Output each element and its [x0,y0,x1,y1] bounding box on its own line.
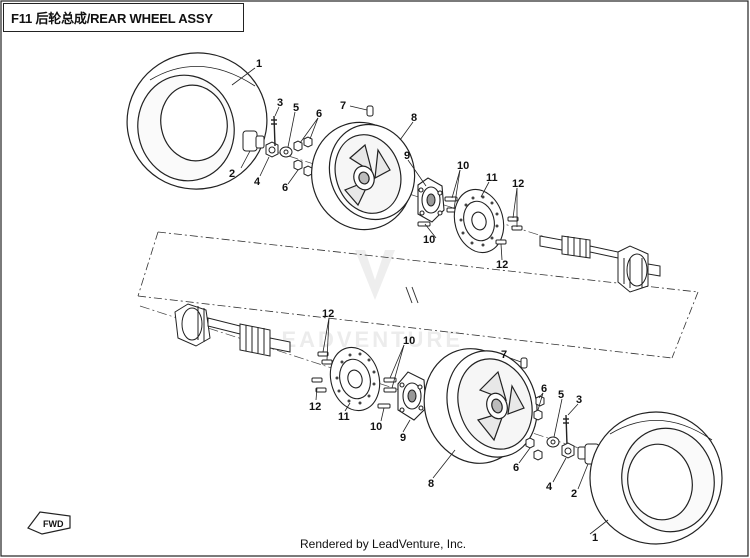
brake-disc-bottom [329,346,381,412]
callout-tire-bottom: 1 [592,532,598,544]
washer-top [279,146,293,158]
callout-nut-top: 4 [254,176,261,188]
nut-bottom [561,442,575,459]
callout-stud-top: 3 [277,97,283,109]
nut-top [265,141,279,158]
callout-washer-bottom: 5 [558,389,564,401]
valve-stem-bottom [520,357,528,369]
callout-bolt10b-top: 10 [423,234,435,246]
stud-top [271,115,277,147]
callout-bolt10b-bottom: 10 [370,421,382,433]
callout-bolt12b-bottom: 12 [309,401,321,413]
axle-shaft-bottom [174,303,291,357]
rim-top [311,121,416,231]
watermark: LEADVENTURE [265,250,463,352]
callout-valve-top: 2 [229,168,235,180]
callout-rim-bottom: 8 [428,478,434,490]
callout-labels: 1 2 3 4 5 6 6 7 8 9 10 10 11 12 12 1 2 3… [229,58,598,544]
break-mark [405,286,419,304]
tire-bottom [589,411,723,545]
bolts-12-bottom [311,351,333,393]
callout-washer-top: 5 [293,102,299,114]
callout-nut6b-top: 6 [282,182,288,194]
svg-text:FWD: FWD [43,519,64,529]
leader-lines [231,67,609,535]
hub-bottom [397,371,427,421]
valve-stem-top [366,105,374,117]
callout-nut6a-bottom: 6 [541,383,547,395]
callout-disc-top: 11 [486,172,498,184]
diagram-title: F11 后轮总成/REAR WHEEL ASSY [3,3,244,32]
callout-rim-top: 8 [411,112,417,124]
rim-bottom [423,348,538,464]
stud-bottom [563,414,569,446]
brake-disc-top [453,188,505,254]
callout-nut-bottom: 4 [546,481,553,493]
callout-hub-bottom: 9 [400,432,406,444]
callout-nut6b-bottom: 6 [513,462,519,474]
callout-valve7-bottom: 7 [501,349,507,361]
callout-bolt10a-top: 10 [457,160,469,172]
valve-top [242,130,265,152]
tire-top [126,52,268,190]
callout-bolt10a-bottom: 10 [403,335,415,347]
lug-nuts-bottom [525,395,545,461]
callout-nut6a-top: 6 [316,108,322,120]
fwd-arrow-icon: FWD [27,511,71,535]
callout-valve7-top: 7 [340,100,346,112]
svg-text:LEADVENTURE: LEADVENTURE [265,327,463,352]
hub-top [417,177,445,223]
callout-bolt12b-top: 12 [496,259,508,271]
callout-bolt12a-top: 12 [512,178,524,190]
callout-tire-top: 1 [256,58,262,70]
axle-shaft-top [539,235,661,293]
washer-bottom [546,436,560,448]
callout-stud-bottom: 3 [576,394,582,406]
render-credit: Rendered by LeadVenture, Inc. [300,537,467,551]
callout-bolt12a-bottom: 12 [322,308,334,320]
callout-valve-bottom: 2 [571,488,577,500]
bolts-10-bottom [377,377,397,409]
callout-hub-top: 9 [404,150,410,162]
lug-nuts-top [293,136,313,177]
axle-frame [137,231,699,359]
callout-disc-bottom: 11 [338,411,350,423]
